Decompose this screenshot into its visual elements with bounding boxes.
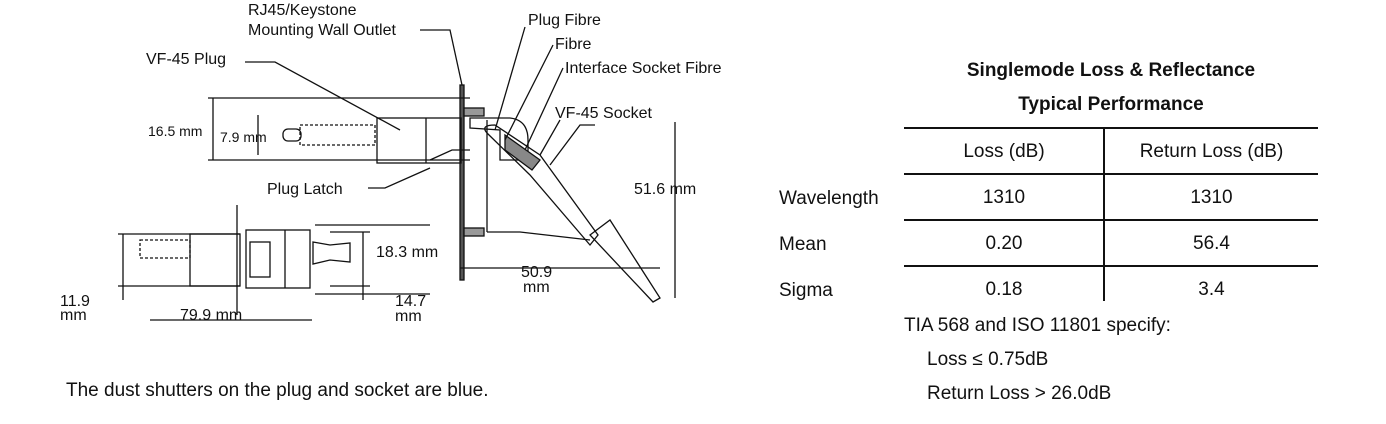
row-label: Mean: [779, 234, 827, 255]
spec-intro: TIA 568 and ISO 11801 specify:: [904, 315, 1171, 336]
caption: The dust shutters on the plug and socket…: [66, 380, 489, 401]
dim-14-7a: 14.7: [395, 293, 426, 310]
row-label: Sigma: [779, 280, 833, 301]
table-title-line1: Singlemode Loss & Reflectance: [966, 60, 1256, 81]
header-loss: Loss (dB): [963, 141, 1045, 162]
dim-11-9a: 11.9: [60, 293, 90, 310]
dim-14-7b: mm: [395, 308, 422, 325]
cell-return-loss: 56.4: [1193, 233, 1230, 254]
label-socket: VF-45 Socket: [555, 105, 652, 122]
dim-79-9: 79.9 mm: [180, 307, 242, 324]
cell-return-loss: 1310: [1190, 187, 1233, 208]
cell-loss: 1310: [982, 187, 1026, 208]
row-label: Wavelength: [779, 188, 879, 209]
spec-return-loss: Return Loss > 26.0dB: [927, 383, 1112, 404]
cell-loss: 0.20: [985, 233, 1023, 254]
label-outlet-line2: Mounting Wall Outlet: [248, 22, 396, 39]
cell-loss: 0.18: [985, 279, 1023, 300]
label-interface-socket-fibre: Interface Socket Fibre: [565, 60, 722, 77]
label-plug-fibre: Plug Fibre: [528, 12, 601, 29]
cell-return-loss: 3.4: [1198, 279, 1225, 300]
dim-11-9b: mm: [60, 307, 87, 324]
dim-16-5: 16.5 mm: [148, 123, 202, 139]
dim-50-9a: 50.9: [521, 264, 552, 281]
table-title-line2: Typical Performance: [1018, 94, 1204, 115]
dim-7-9: 7.9 mm: [220, 129, 267, 145]
dim-51-6: 51.6 mm: [634, 181, 696, 198]
connector-diagram: RJ45/Keystone Mounting Wall Outlet VF-45…: [60, 2, 722, 325]
label-fibre: Fibre: [555, 36, 592, 53]
spec-loss: Loss ≤ 0.75dB: [927, 349, 1049, 370]
label-plug-latch: Plug Latch: [267, 181, 343, 198]
header-return-loss: Return Loss (dB): [1139, 141, 1284, 162]
label-plug: VF-45 Plug: [146, 51, 226, 68]
dim-50-9b: mm: [523, 279, 550, 296]
label-outlet-line1: RJ45/Keystone: [248, 2, 357, 19]
dim-18-3: 18.3 mm: [376, 244, 438, 261]
